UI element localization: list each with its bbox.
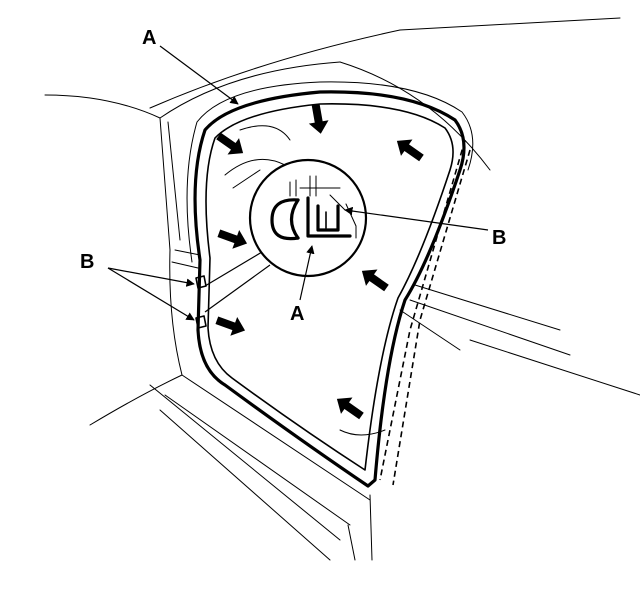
- callout-leaders: [107, 45, 489, 321]
- push-direction-arrow-icon: [216, 132, 244, 155]
- callout-a-detail: A: [290, 303, 304, 325]
- leader-arrow-icon: [107, 267, 195, 321]
- push-direction-arrow-icon: [396, 139, 424, 162]
- front-door-edge: [379, 139, 640, 486]
- push-direction-arrow-icon: [308, 103, 329, 134]
- push-direction-arrow-icon: [336, 397, 364, 420]
- push-direction-arrow-icon: [217, 229, 248, 249]
- callout-b-left: B: [80, 251, 94, 273]
- interior-trim-lines: [224, 125, 291, 189]
- callout-a-top: A: [142, 27, 156, 49]
- detail-magnifier: [204, 158, 368, 313]
- leader-arrow-icon: [107, 267, 195, 287]
- door-opening-weatherstrip: [186, 81, 474, 488]
- push-direction-arrow-icon: [361, 269, 389, 292]
- callout-b-detail: B: [492, 227, 506, 249]
- push-direction-arrows: [215, 103, 424, 420]
- leader-arrow-icon: [344, 206, 489, 231]
- body-panel-outline: [44, 17, 621, 561]
- leader-arrow-icon: [299, 245, 315, 301]
- leader-arrow-icon: [159, 45, 239, 105]
- clip-cross-section: [270, 175, 357, 241]
- push-direction-arrow-icon: [215, 316, 246, 336]
